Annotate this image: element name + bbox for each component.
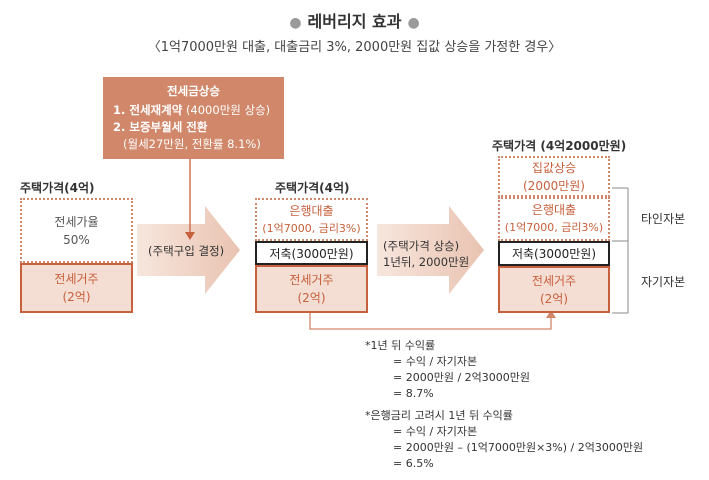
arrow2-line1: (주택가격 상승) (383, 239, 460, 253)
notes-section: *1년 뒤 수익률 = 수익 / 자기자본 = 2000만원 / 2억3000만… (365, 338, 705, 472)
stage2-loan-line1: 은행대출 (289, 203, 334, 218)
stage3-bottom-line2: (2억) (539, 291, 569, 306)
stage1-top-line1: 전세가율 (54, 214, 99, 229)
bullet-dot-icon: ● (407, 15, 420, 31)
arrow1-text: (주택구입 결정) (148, 244, 225, 258)
arrow2-text: (주택가격 상승) 1년뒤, 2000만원 (383, 238, 469, 270)
stage3-loan-line1: 은행대출 (531, 203, 577, 217)
bottom-connector-line (309, 313, 552, 330)
stage2-savings-box: 저축(3000만원) (255, 241, 368, 265)
bullet-dot-icon: ● (289, 15, 302, 31)
stage3-savings-box: 저축(3000만원) (498, 241, 610, 266)
note1-line1: = 수익 / 자기자본 (393, 355, 478, 368)
stage2-label: 주택가격(4억) (275, 181, 350, 195)
note2-line3: = 6.5% (393, 457, 434, 470)
stage2-jeonse-residence-box: 전세거주 (2억) (255, 265, 368, 313)
big-arrow-1 (137, 206, 240, 294)
other-capital-label: 타인자본 (641, 212, 686, 226)
note1-title: *1년 뒤 수익률 (365, 338, 705, 354)
stage2-bank-loan-box: 은행대출 (1억7000, 금리3%) (255, 198, 368, 241)
stage1-jeonse-residence-box: 전세거주 (2억) (20, 263, 133, 313)
stage1-label: 주택가격(4억) (20, 181, 95, 195)
stage1-jeonse-ratio-box: 전세가율 50% (20, 198, 133, 263)
title-text: 레버리지 효과 (307, 12, 402, 31)
stage3-jeonse-residence-box: 전세거주 (2억) (498, 266, 610, 313)
stage1-bottom-line1: 전세거주 (54, 272, 99, 286)
callout-box: 전세금상승 1. 전세재계약 (4000만원 상승) 2. 보증부월세 전환 (… (103, 77, 284, 159)
note1-line3: = 8.7% (393, 387, 434, 400)
stage3-label: 주택가격 (4억2000만원) (492, 139, 627, 153)
callout-item-2-detail: (월세27만원, 전환률 8.1%) (123, 137, 261, 151)
asterisk-icon: * (365, 409, 371, 422)
callout-arrow-head (185, 232, 195, 240)
stage3-bank-loan-box: 은행대출 (1억7000, 금리3%) (498, 197, 610, 241)
asterisk-icon: * (365, 339, 371, 352)
arrow2-line2: 1년뒤, 2000만원 (383, 255, 470, 269)
subtitle: 〈1억7000만원 대출, 대출금리 3%, 2000만원 집값 상승을 가정한… (147, 40, 562, 55)
stage3-price-gain-box: 집값상승 (2000만원) (498, 156, 610, 197)
stage2-bottom-line1: 전세거주 (289, 273, 334, 287)
note2-title: *은행금리 고려시 1년 뒤 수익률 (365, 408, 705, 424)
stage3-gain-line2: (2000만원) (523, 178, 585, 193)
page-title: ● 레버리지 효과 ● (0, 8, 709, 32)
stage3-bottom-line1: 전세거주 (531, 273, 577, 288)
bottom-connector-arrow-head (546, 310, 556, 318)
stage3-gain-line1: 집값상승 (531, 160, 577, 175)
note2-line1: = 수익 / 자기자본 (393, 425, 478, 438)
stage1-top-line2: 50% (63, 232, 90, 247)
stage2-bottom-line2: (2억) (297, 291, 326, 305)
note1-title-text: 1년 뒤 수익률 (370, 339, 436, 352)
callout-header: 전세금상승 (167, 84, 220, 98)
callout-item-2-title: 2. 보증부월세 전환 (113, 120, 208, 134)
stage2-loan-line2: (1억7000, 금리3%) (262, 221, 361, 235)
callout-item-1-title: 1. 전세재계약 (113, 103, 183, 117)
stage1-bottom-line2: (2억) (62, 290, 91, 304)
stage3-loan-line2: (1억7000, 금리3%) (504, 221, 604, 234)
note2-line2: = 2000만원 – (1억7000만원×3%) / 2억3000만원 (393, 441, 644, 454)
callout-item-2: 2. 보증부월세 전환 (113, 119, 274, 136)
callout-item-1-detail: (4000만원 상승) (185, 103, 271, 117)
big-arrow-2 (377, 206, 484, 294)
note2-title-text: 은행금리 고려시 1년 뒤 수익률 (370, 409, 513, 422)
callout-item-1: 1. 전세재계약 (4000만원 상승) (113, 102, 274, 119)
note1-line2: = 2000만원 / 2억3000만원 (393, 371, 530, 384)
own-capital-label: 자기자본 (641, 275, 686, 289)
